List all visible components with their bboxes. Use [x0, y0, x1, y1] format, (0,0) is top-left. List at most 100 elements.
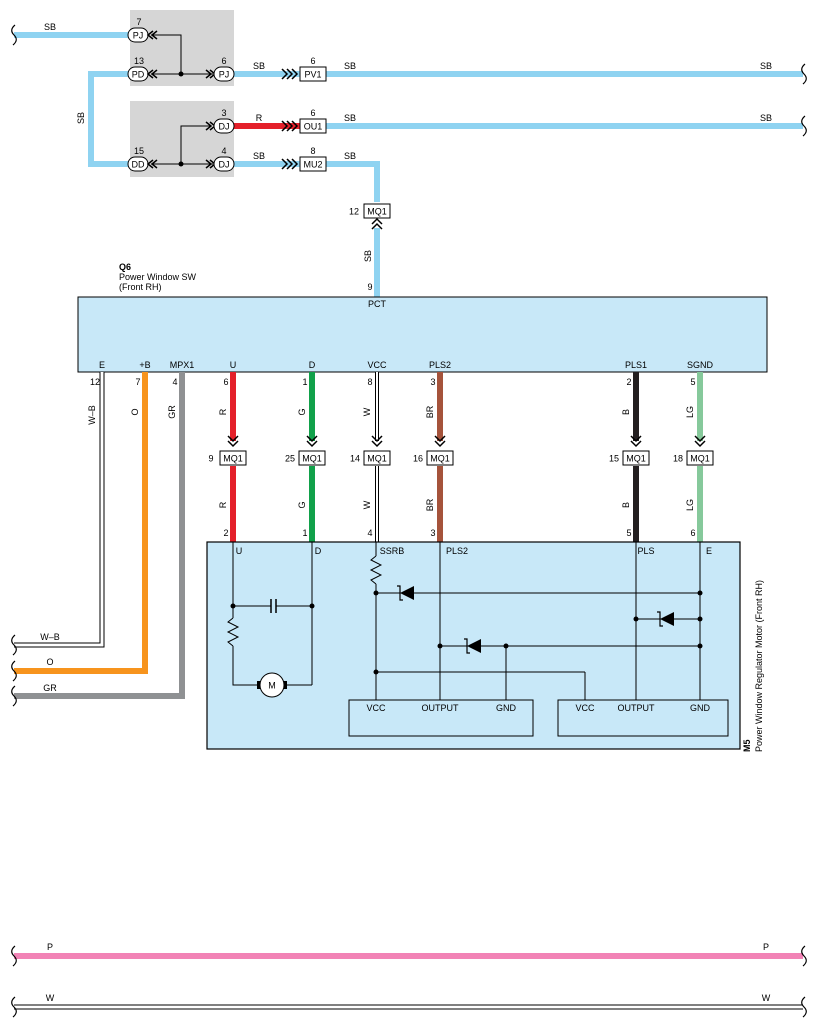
motor-name: Power Window Regulator Motor (Front RH) [754, 580, 764, 752]
hall-ic-1: VCC OUTPUT GND [348, 699, 534, 737]
motor-terminal-pls: PLS [637, 546, 654, 556]
mq1-pin-15: 15 [609, 454, 619, 464]
mq1-name-25: MQ1 [302, 454, 322, 464]
label-ou1-right: SB [344, 113, 356, 123]
motor-pin-5: 5 [626, 528, 631, 538]
mq1-name-15: MQ1 [626, 454, 646, 464]
label-mq1-upper-wire: SB [363, 250, 373, 262]
mq1-pin-16: 16 [413, 454, 423, 464]
svg-text:4: 4 [221, 146, 226, 156]
junction-dot-dj [178, 161, 184, 167]
wire-label-lower-9: R [218, 501, 228, 508]
svg-text:M: M [268, 681, 276, 691]
connector-ou1: OU1 6 [281, 108, 327, 134]
label-exit-o: O [46, 657, 53, 667]
switch-terminal-d: D [309, 360, 316, 370]
motor-pin-3: 3 [430, 528, 435, 538]
svg-text:MU2: MU2 [303, 160, 322, 170]
pin-dj-right: DJ 4 [205, 146, 235, 172]
label-wire-gr-vertical: GR [167, 405, 177, 419]
svg-text:PJ: PJ [219, 70, 230, 80]
svg-text:7: 7 [136, 17, 141, 27]
switch-terminal-u: U [230, 360, 237, 370]
label-sb-in: SB [44, 22, 56, 32]
switch-terminal-plus-b: +B [139, 360, 150, 370]
mq1-name-18: MQ1 [690, 454, 710, 464]
mq1-pin-18: 18 [673, 454, 683, 464]
svg-text:PJ: PJ [133, 31, 144, 41]
capacitor-symbol [270, 599, 277, 613]
wire-label-lower-15: B [621, 502, 631, 508]
mq1-name-16: MQ1 [430, 454, 450, 464]
label-ou1-left: R [256, 113, 263, 123]
label-pv1-right: SB [344, 61, 356, 71]
switch-terminal-e: E [99, 360, 105, 370]
svg-text:GND: GND [496, 703, 517, 713]
motor-pin-4: 4 [367, 528, 372, 538]
zener-diode-2 [464, 638, 481, 654]
switch-id: Q6 [119, 262, 131, 272]
svg-text:OUTPUT: OUTPUT [618, 703, 656, 713]
wire-label-upper-14: W [362, 407, 372, 416]
motor-terminal-pls2: PLS2 [446, 546, 468, 556]
switch-name-line2: (Front RH) [119, 282, 162, 292]
switch-pin-8: 8 [367, 377, 372, 387]
label-p-left: P [47, 942, 53, 952]
switch-terminal-pls2: PLS2 [429, 360, 451, 370]
label-pv1-end: SB [760, 61, 772, 71]
motor-junction-dots [230, 590, 703, 675]
label-wire-o-vertical: O [130, 408, 140, 415]
svg-text:GND: GND [690, 703, 711, 713]
switch-name: Power Window SW [119, 272, 197, 282]
switch-pin-2: 2 [626, 377, 631, 387]
wire-label-lower-16: BR [425, 498, 435, 511]
motor-pin-2: 2 [223, 528, 228, 538]
motor-symbol: M [257, 672, 287, 698]
svg-text:PV1: PV1 [304, 70, 321, 80]
wire-label-upper-16: BR [425, 405, 435, 418]
switch-pin-5: 5 [690, 377, 695, 387]
motor-terminal-d: D [315, 546, 322, 556]
motor-wires [230, 372, 703, 542]
label-exit-wb: W–B [40, 632, 60, 642]
zener-diode-3 [657, 611, 674, 627]
connector-mq1-upper: MQ1 12 [349, 203, 391, 230]
svg-text:DJ: DJ [219, 160, 230, 170]
motor-pin-6: 6 [690, 528, 695, 538]
label-sb-left-vertical: SB [76, 112, 86, 124]
svg-text:DD: DD [132, 160, 145, 170]
wire-label-upper-9: R [218, 408, 228, 415]
label-exit-gr: GR [43, 683, 57, 693]
pin-dd-left: DD 15 [127, 146, 158, 172]
motor-id: M5 [742, 739, 752, 752]
svg-text:8: 8 [310, 146, 315, 156]
switch-pin-12: 12 [90, 377, 100, 387]
switch-terminal-sgnd: SGND [687, 360, 714, 370]
mq1-name-9: MQ1 [223, 454, 243, 464]
label-pct-pin: 9 [367, 282, 372, 292]
wire-label-lower-25: G [297, 501, 307, 508]
mq1-pin-25: 25 [285, 454, 295, 464]
hall-ic-2: VCC OUTPUT GND [557, 699, 729, 737]
wire-label-lower-18: LG [685, 499, 695, 511]
svg-text:PD: PD [132, 70, 145, 80]
svg-text:6: 6 [221, 56, 226, 66]
junction-dot-pj [178, 71, 184, 77]
connector-mu2: MU2 8 [281, 146, 327, 172]
switch-pin-1: 1 [302, 377, 307, 387]
svg-text:6: 6 [310, 56, 315, 66]
motor-terminal-e: E [706, 546, 712, 556]
switch-terminal-pls1: PLS1 [625, 360, 647, 370]
label-mu2-left: SB [253, 151, 265, 161]
label-p-right: P [763, 942, 769, 952]
motor-terminal-ssrb: SSRB [380, 546, 405, 556]
switch-terminal-mpx1: MPX1 [170, 360, 195, 370]
svg-text:15: 15 [134, 146, 144, 156]
